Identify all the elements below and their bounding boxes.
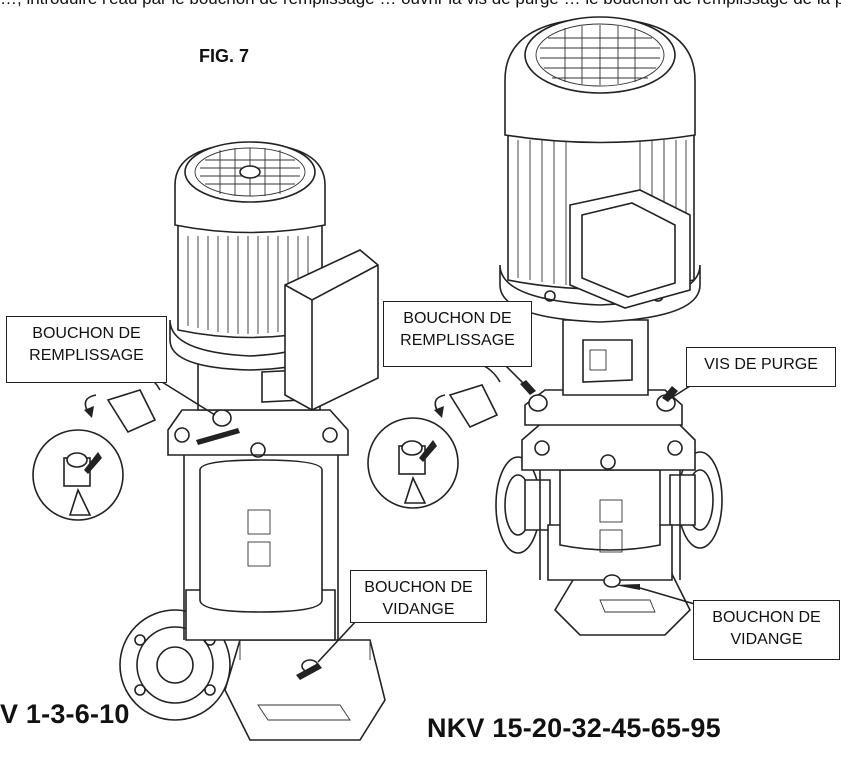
leader-lines [161,364,699,663]
model-label-right: NKV 15-20-32-45-65-95 [427,713,721,743]
right-pump-terminal-box [569,189,691,309]
model-label-left: V 1-3-6-10 [0,699,130,729]
callout-drain-plug-right: BOUCHON DE VIDANGE [693,600,840,660]
left-pump [119,141,386,741]
top-text: …, introduire l'eau par le bouchon de re… [0,0,841,9]
callout-purge-screw: VIS DE PURGE [686,347,836,387]
figure-title: FIG. 7 [199,46,250,66]
callout-filling-plug-right: BOUCHON DE REMPLISSAGE [383,301,532,367]
top-text-strip: …, introduire l'eau par le bouchon de re… [0,0,841,20]
left-pump-body [199,459,323,613]
left-pump-base [224,639,386,741]
left-pump-terminal-box [284,249,379,411]
right-detail-magnifier [367,361,501,509]
left-pump-top-plate [167,409,349,456]
right-pump-body [559,469,661,551]
left-detail-magnifier [32,369,161,521]
right-pump [495,16,723,636]
callout-drain-plug-left: BOUCHON DE VIDANGE [350,570,487,623]
callout-filling-plug-left: BOUCHON DE REMPLISSAGE [6,316,167,383]
